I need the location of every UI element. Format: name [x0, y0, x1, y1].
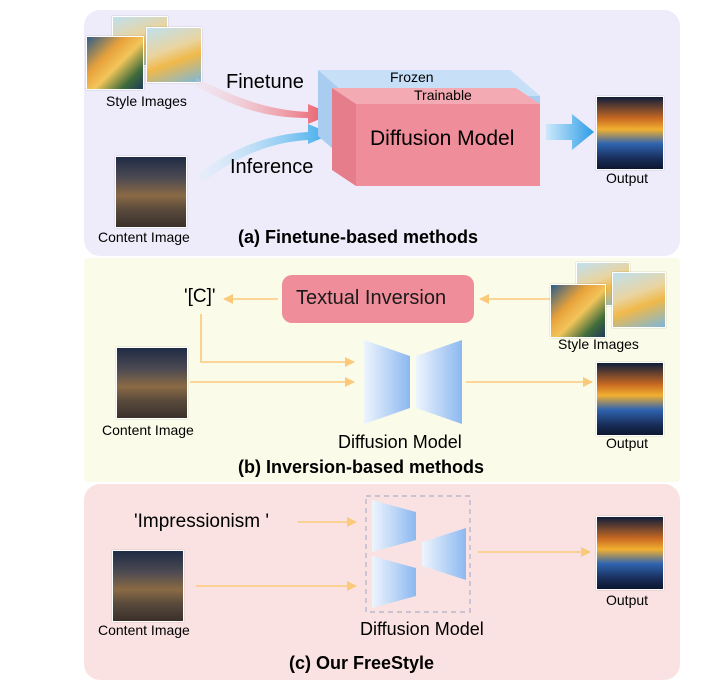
textual-inversion-label: Textual Inversion [296, 287, 447, 309]
content-image-label: Content Image [98, 622, 190, 638]
finetune-label: Finetune [226, 71, 304, 93]
trainable-label: Trainable [414, 87, 472, 103]
output-label: Output [606, 435, 649, 451]
unet-model-b [364, 340, 462, 424]
diffusion-model-label: Diffusion Model [370, 127, 515, 150]
style-image-thumbnail [550, 284, 606, 338]
output-image-thumbnail [596, 96, 664, 170]
content-image-thumbnail [115, 156, 187, 228]
output-image-thumbnail [596, 516, 664, 590]
style-image-thumbnail [146, 27, 202, 83]
freestyle-model [365, 495, 471, 613]
prompt-label: 'Impressionism ' [134, 511, 270, 532]
content-image-label: Content Image [102, 422, 194, 438]
style-image-thumbnail [86, 36, 144, 90]
frozen-label: Frozen [390, 69, 434, 85]
panel-caption: (c) Our FreeStyle [289, 653, 435, 673]
output-label: Output [606, 170, 649, 186]
style-images-label: Style Images [558, 336, 639, 352]
content-image-thumbnail [112, 550, 184, 622]
output-label: Output [606, 592, 649, 608]
trainable-block [332, 88, 540, 186]
panel-caption: (b) Inversion-based methods [238, 457, 485, 477]
style-images-label: Style Images [106, 93, 187, 109]
inference-arrow [196, 124, 332, 182]
content-image-label: Content Image [98, 229, 190, 245]
finetune-arrow [196, 78, 332, 124]
diffusion-model-label: Diffusion Model [338, 432, 462, 452]
textual-inversion-box [282, 275, 474, 323]
token-to-model-arrow [200, 314, 355, 367]
panel-caption: (a) Finetune-based methods [238, 227, 479, 247]
content-image-thumbnail [116, 347, 188, 419]
output-image-thumbnail [596, 362, 664, 436]
output-arrow [546, 114, 594, 150]
style-image-thumbnail [612, 272, 666, 328]
token-label: '[C]' [184, 286, 216, 307]
diffusion-model-label: Diffusion Model [360, 619, 484, 639]
inference-label: Inference [230, 156, 314, 178]
